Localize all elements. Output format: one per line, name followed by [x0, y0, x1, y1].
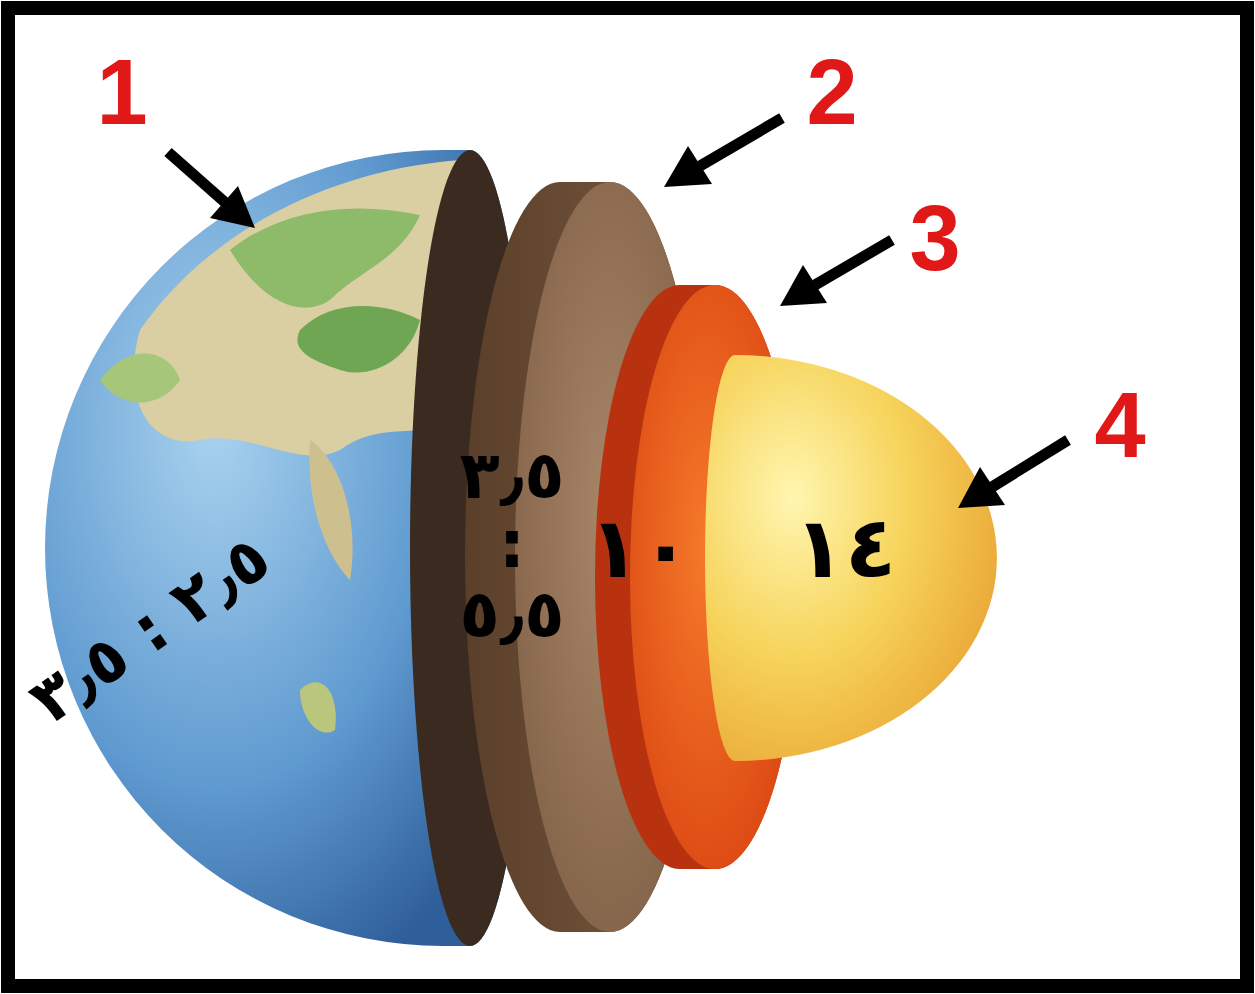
- crust-globe: [45, 150, 530, 946]
- pointer-arrows: [168, 118, 1068, 508]
- density-label: ٣٫٥ : ٥٫٥: [447, 441, 577, 649]
- callout-number: 2: [806, 46, 857, 138]
- density-label: ١٠: [589, 504, 692, 592]
- frame: [8, 8, 1247, 986]
- callout-number: 3: [909, 192, 960, 284]
- density-label: ١٤: [794, 504, 897, 592]
- callout-number: 4: [1094, 379, 1145, 471]
- inner-core: [705, 355, 997, 761]
- callout-number: 1: [96, 46, 147, 138]
